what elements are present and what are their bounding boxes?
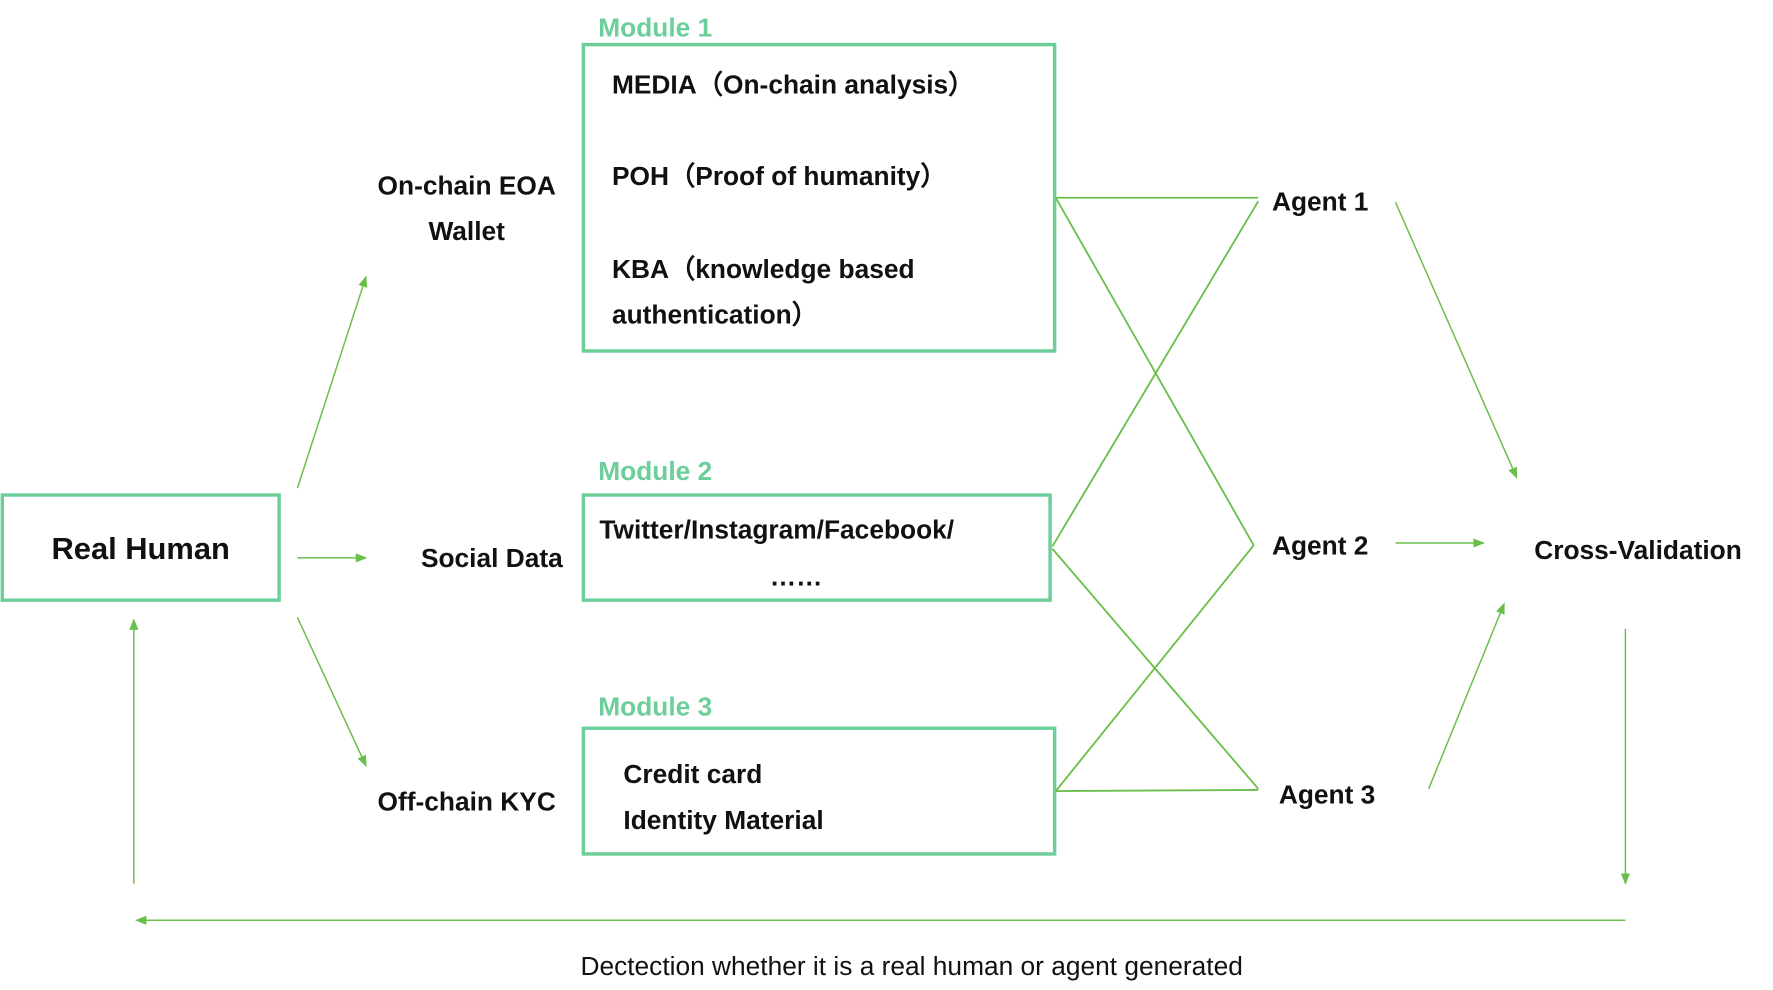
connector <box>1055 789 1259 792</box>
module-2-title: Module 2 <box>598 456 712 486</box>
agent-2-label: Agent 2 <box>1272 530 1368 560</box>
module-agent-connections <box>1051 196 1260 792</box>
module-1-item: authentication） <box>612 300 818 330</box>
arrow-agent3-to-validation <box>1428 602 1505 790</box>
connector <box>1055 544 1255 792</box>
module-3-title: Module 3 <box>598 692 712 722</box>
module-1-title: Module 1 <box>598 13 712 43</box>
connector <box>1051 200 1260 547</box>
social-data-label: Social Data <box>421 543 563 573</box>
onchain-label-1: On-chain EOA <box>378 170 556 200</box>
arrow-to-onchain <box>296 275 368 489</box>
module-2: Module 2 Twitter/Instagram/Facebook/ …… <box>581 456 1052 602</box>
connector <box>1054 197 1255 546</box>
module-3-item: Credit card <box>623 759 762 789</box>
module-1-item: POH（Proof of humanity） <box>612 161 947 191</box>
module-1-item: MEDIA（On-chain analysis） <box>612 70 975 100</box>
caption: Dectection whether it is a real human or… <box>580 951 1242 981</box>
arrow-agent1-to-validation <box>1394 202 1518 479</box>
module-1: Module 1 MEDIA（On-chain analysis） POH（Pr… <box>581 13 1057 353</box>
arrow-to-offchain <box>296 617 367 767</box>
onchain-label-2: Wallet <box>428 216 505 246</box>
real-human-node: Real Human <box>0 493 281 602</box>
offchain-kyc-label: Off-chain KYC <box>378 787 556 817</box>
module-2-item: Twitter/Instagram/Facebook/ <box>599 514 954 544</box>
module-3: Module 3 Credit card Identity Material <box>581 692 1057 856</box>
module-2-item: …… <box>770 561 823 591</box>
module-1-item: KBA（knowledge based <box>612 254 915 284</box>
agent-1-label: Agent 1 <box>1272 186 1368 216</box>
cross-validation-label: Cross-Validation <box>1534 535 1742 565</box>
real-human-label: Real Human <box>51 531 229 566</box>
module-3-item: Identity Material <box>623 805 823 835</box>
agent-3-label: Agent 3 <box>1279 780 1375 810</box>
